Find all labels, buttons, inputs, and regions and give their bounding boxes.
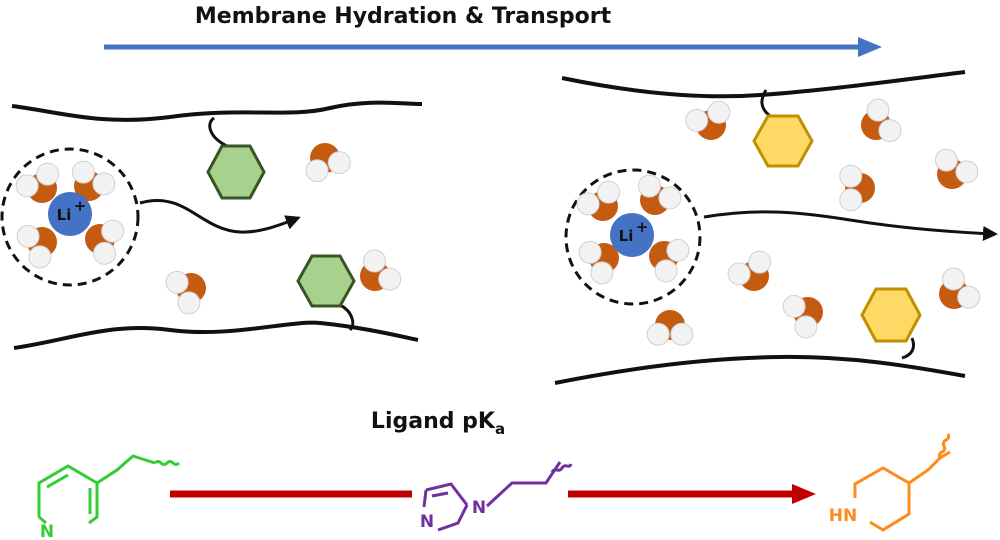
imidazole-ligand-structure [422,461,573,532]
water-molecule [360,249,402,291]
water-hydrogen-atom [71,160,95,184]
right-membrane-bottom-wall [554,354,966,385]
water-hydrogen-atom [101,219,125,243]
water-molecule [576,180,621,221]
water-molecule [85,219,125,265]
bottom-title-subscript: a [495,420,505,438]
water-molecule [939,267,981,309]
water-hydrogen-atom [165,270,189,294]
water-hydrogen-atom [92,172,116,196]
water-molecule [305,143,351,183]
water-hydrogen-atom [28,245,52,269]
water-molecule [15,162,60,203]
water-molecule [685,100,731,140]
water-molecule [646,310,694,346]
water-molecule [165,270,206,315]
water-hydrogen-atom [327,151,351,175]
lithium-ion [48,192,92,236]
water-hydrogen-atom [878,119,902,143]
imidazole-n3-label: N [420,512,434,532]
ion-transport-path [703,210,998,241]
pyridine-nitrogen-label: N [40,522,54,540]
green-ligand-hexagon [296,254,356,308]
water-hydrogen-atom [15,174,39,198]
water-hydrogen-atom [670,322,694,346]
water-molecule [727,250,772,291]
water-hydrogen-atom [16,224,40,248]
right-membrane-channel: Li + [554,70,998,385]
lithium-ion-label: Li [619,227,634,245]
water-hydrogen-atom [578,240,602,264]
water-hydrogen-atom [576,192,600,216]
water-hydrogen-atom [934,148,958,172]
water-molecule [782,294,823,339]
water-hydrogen-atom [305,159,329,183]
water-hydrogen-atom [955,160,979,184]
water-hydrogen-atom [942,267,965,291]
left-membrane-channel: Li + [0,100,423,350]
water-hydrogen-atom [794,315,818,339]
water-hydrogen-atom [654,259,678,283]
water-hydrogen-atom [363,249,386,273]
water-hydrogen-atom [727,262,751,286]
green-ligand-hexagon [206,144,266,200]
water-hydrogen-atom [36,162,60,186]
solvation-shell [564,168,702,306]
water-hydrogen-atom [782,294,806,318]
yellow-ligand-hexagon [860,287,922,343]
water-hydrogen-atom [177,291,201,315]
water-hydrogen-atom [378,267,402,291]
lithium-ion-label: Li [57,206,72,224]
water-hydrogen-atom [748,250,772,274]
lithium-ion-charge: + [636,218,649,236]
water-molecule [649,238,690,283]
yellow-ligand-hexagon [752,114,814,168]
bottom-title: Ligand pKa [371,409,505,438]
water-hydrogen-atom [646,322,670,346]
lithium-ion-charge: + [74,197,87,215]
lithium-ion [610,213,654,257]
piperidine-ligand-structure [853,433,951,532]
water-hydrogen-atom [866,98,890,122]
water-hydrogen-atom [590,261,614,285]
left-membrane-top-wall [11,100,423,122]
ion-transport-path [139,198,301,234]
water-molecule [861,98,902,143]
pka-trend-arrow [170,484,816,504]
water-hydrogen-atom [666,238,690,262]
water-hydrogen-atom [839,188,863,212]
water-molecule [934,148,979,189]
top-title: Membrane Hydration & Transport [195,4,612,29]
water-hydrogen-atom [957,285,981,309]
water-molecule [16,224,57,269]
water-molecule [839,164,875,212]
hydration-progress-arrow [104,37,882,57]
water-hydrogen-atom [839,164,863,188]
water-hydrogen-atom [658,186,682,210]
water-hydrogen-atom [637,174,661,198]
pyridine-ligand-structure [37,454,181,525]
water-hydrogen-atom [707,100,731,124]
left-membrane-bottom-wall [13,320,419,350]
water-hydrogen-atom [685,108,709,132]
imidazole-n1-label: N [472,498,486,518]
water-molecule [578,240,619,285]
water-molecule [71,160,116,201]
piperidine-nh-label: HN [829,506,857,526]
solvation-shell [0,147,140,287]
right-membrane-top-wall [561,70,966,99]
water-molecule [637,174,682,215]
water-hydrogen-atom [597,180,621,204]
water-hydrogen-atom [93,241,117,265]
